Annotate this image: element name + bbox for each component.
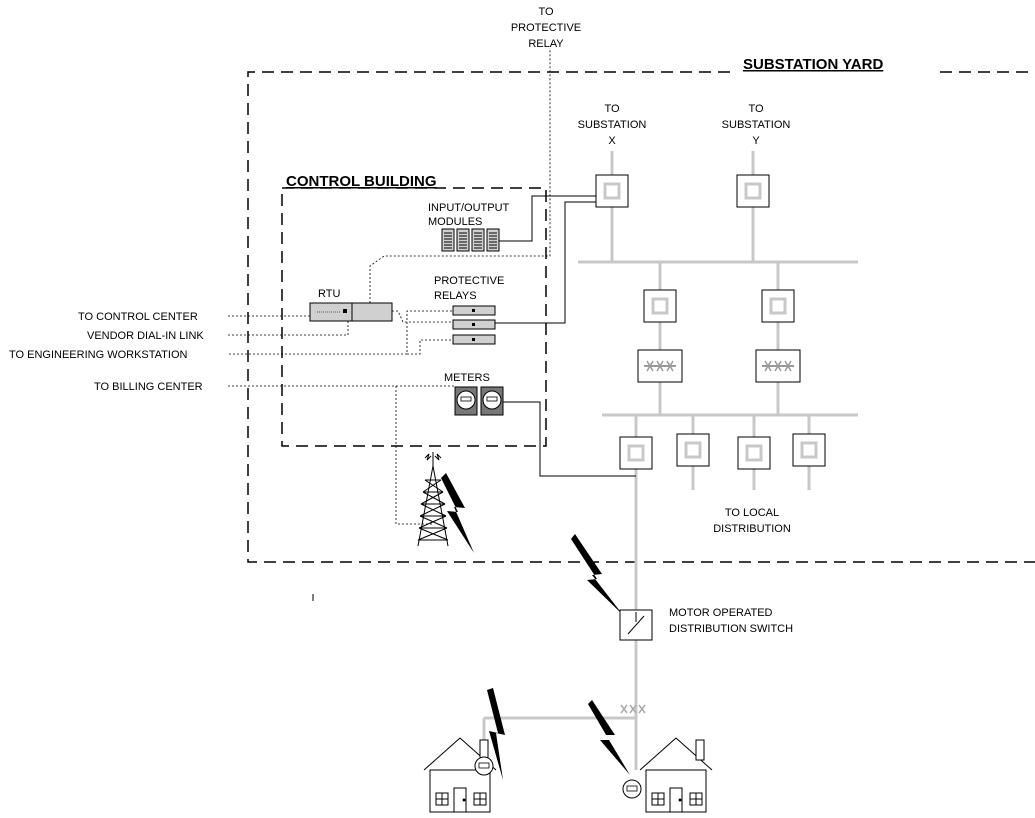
control-wiring — [495, 195, 636, 477]
to-protective-relay-line3: RELAY — [528, 38, 564, 50]
to-substation-y-line2: SUBSTATION — [722, 119, 791, 131]
rtu-device — [309, 302, 393, 322]
to-substation-y-line1: TO — [748, 103, 764, 115]
substation-yard-label: SUBSTATION YARD — [743, 56, 883, 73]
to-billing-center-label: TO BILLING CENTER — [94, 381, 203, 393]
house-left-meter-icon — [474, 756, 494, 776]
to-local-distribution-line1: TO LOCAL — [725, 507, 779, 519]
to-substation-y-label: TO SUBSTATION Y — [722, 103, 791, 147]
breaker-feeder-3 — [737, 436, 771, 470]
transformer-right — [755, 349, 801, 383]
vendor-dial-in-label: VENDOR DIAL-IN LINK — [87, 330, 204, 342]
distribution-transformer-icon — [620, 704, 646, 714]
to-engineering-workstation-label: TO ENGINEERING WORKSTATION — [9, 349, 188, 361]
io-modules-line2: MODULES — [428, 216, 482, 228]
protective-relays — [452, 305, 496, 345]
meters-label: METERS — [444, 372, 490, 384]
to-local-distribution-line2: DISTRIBUTION — [713, 523, 791, 535]
radio-tower-icon — [417, 452, 449, 547]
control-building-boundary — [281, 187, 547, 447]
to-protective-relay-label: TO PROTECTIVE RELAY — [511, 6, 581, 50]
control-building-label: CONTROL BUILDING — [286, 173, 437, 190]
to-substation-x-label: TO SUBSTATION X — [578, 103, 647, 147]
breaker-substation-y — [736, 174, 770, 208]
to-substation-x-line1: TO — [604, 103, 620, 115]
protective-relays-label: PROTECTIVE RELAYS — [434, 275, 504, 302]
to-substation-y-line3: Y — [752, 135, 760, 147]
to-control-center-label: TO CONTROL CENTER — [78, 311, 198, 323]
motor-switch-line2: DISTRIBUTION SWITCH — [669, 623, 793, 635]
motor-switch-line1: MOTOR OPERATED — [669, 607, 773, 619]
protective-relays-line1: PROTECTIVE — [434, 275, 504, 287]
breaker-substation-x — [595, 174, 629, 208]
breaker-feeder-4 — [792, 433, 826, 467]
meters — [454, 386, 504, 416]
breaker-feeder-2 — [676, 433, 710, 467]
motor-switch-label: MOTOR OPERATED DISTRIBUTION SWITCH — [669, 607, 793, 635]
transformer-left — [637, 349, 683, 383]
substation-yard-boundary — [247, 71, 1035, 563]
communication-links — [228, 48, 551, 525]
io-modules-line1: INPUT/OUTPUT — [428, 202, 510, 214]
wireless-link-icons — [441, 473, 630, 780]
motor-operated-switch — [619, 609, 653, 641]
breaker-feeder-1 — [619, 436, 653, 470]
breaker-bus-left — [643, 289, 677, 323]
to-protective-relay-line1: TO — [538, 6, 554, 18]
rtu-label: RTU — [318, 288, 340, 300]
protective-relays-line2: RELAYS — [434, 290, 477, 302]
house-left-icon — [423, 737, 497, 813]
power-bus-lines — [482, 151, 858, 770]
house-right-meter-icon — [622, 779, 642, 799]
to-local-distribution-label: TO LOCAL DISTRIBUTION — [713, 507, 791, 535]
to-substation-x-line2: SUBSTATION — [578, 119, 647, 131]
io-modules-label: INPUT/OUTPUT MODULES — [428, 202, 510, 228]
breaker-bus-right — [761, 289, 795, 323]
io-modules — [441, 228, 500, 252]
house-right-icon — [639, 737, 713, 813]
to-substation-x-line3: X — [608, 135, 616, 147]
to-protective-relay-line2: PROTECTIVE — [511, 22, 581, 34]
